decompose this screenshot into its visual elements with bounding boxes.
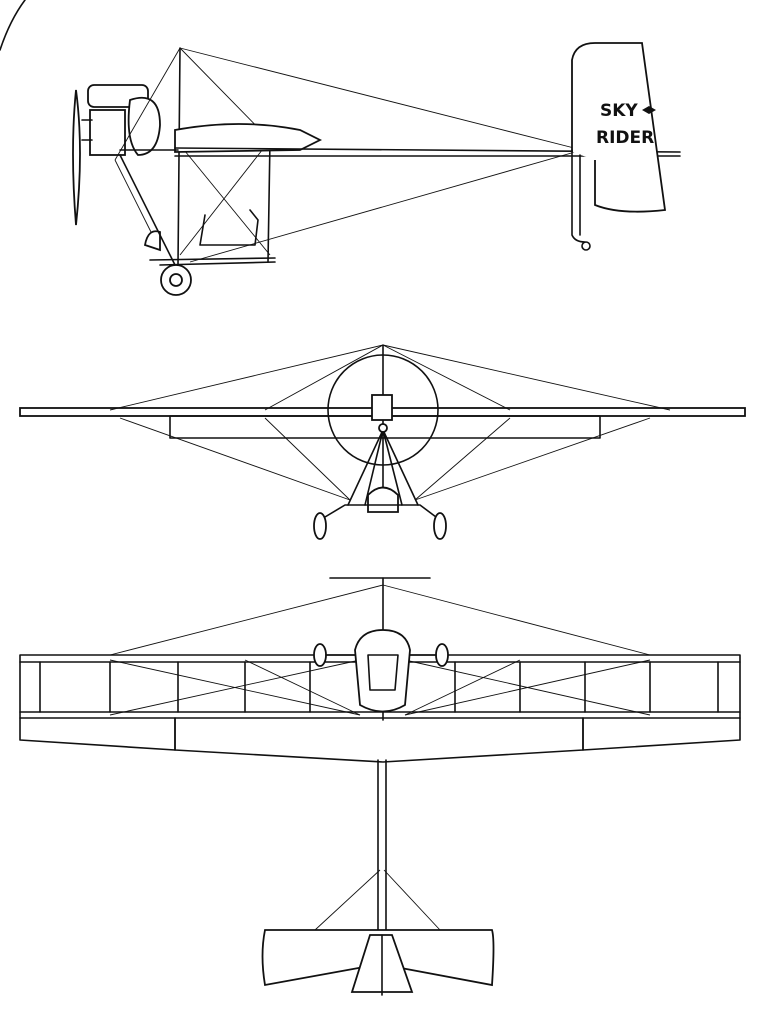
tail-arrow-mark (642, 106, 656, 114)
top-view (19, 577, 741, 996)
propeller (72, 89, 81, 226)
wing-side (174, 123, 323, 153)
front-wheel-left (313, 512, 327, 540)
front-view (19, 344, 746, 540)
top-cockpit (313, 629, 449, 713)
top-rigging (109, 584, 651, 716)
side-view: SKY RIDER (72, 42, 681, 296)
top-wheel-left (313, 643, 327, 667)
horizontal-tail (261, 929, 495, 996)
corner-mark (0, 0, 26, 51)
front-rigging (109, 344, 671, 506)
top-wheel-right (435, 643, 449, 667)
front-wheel-right (433, 512, 447, 540)
tail-marking-line2: RIDER (596, 128, 654, 148)
tail-marking-line1: SKY (600, 101, 638, 121)
engine (81, 84, 161, 156)
seat-and-undercarriage (119, 154, 276, 296)
vertical-tail: SKY RIDER (571, 42, 667, 251)
front-undercarriage (313, 486, 447, 540)
front-engine-hub (371, 394, 393, 433)
